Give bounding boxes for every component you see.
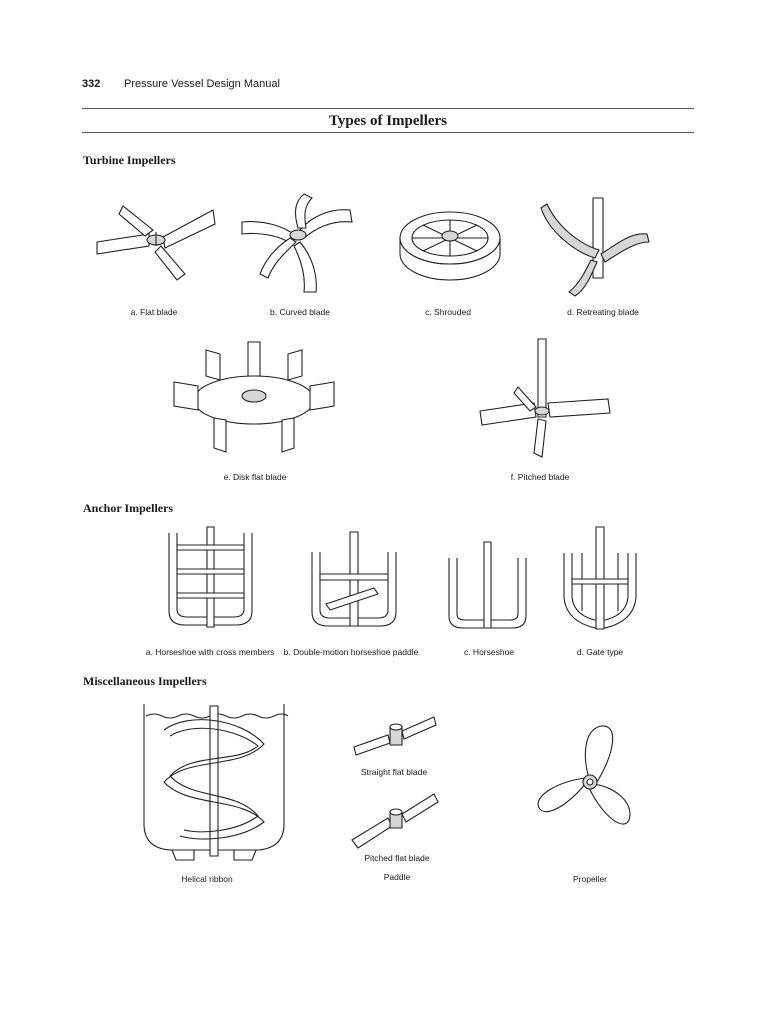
shrouded-turbine-figure: [395, 200, 505, 290]
pitched-blade-turbine-figure: [478, 337, 613, 459]
caption-flat-blade: a. Flat blade: [130, 307, 178, 317]
horseshoe-anchor-figure: [445, 540, 530, 635]
pitched-flat-blade-paddle-figure: [350, 790, 440, 850]
anchor-heading: Anchor Impellers: [83, 501, 174, 515]
section-title: Types of Impellers: [328, 113, 448, 129]
double-motion-horseshoe-paddle-figure: [308, 530, 400, 635]
caption-horseshoe-cross: a. Horseshoe with cross members: [145, 647, 275, 657]
horseshoe-cross-members-figure: [163, 525, 258, 635]
caption-paddle: Paddle: [383, 872, 411, 882]
title-rule-top: [82, 108, 694, 109]
caption-gate-type: d. Gate type: [576, 647, 624, 657]
straight-flat-blade-paddle-figure: [352, 705, 437, 760]
flat-blade-turbine-figure: [93, 190, 223, 295]
caption-pitched-flat-blade: Pitched flat blade: [364, 853, 430, 863]
caption-straight-flat-blade: Straight flat blade: [360, 767, 428, 777]
caption-curved-blade: b. Curved blade: [269, 307, 331, 317]
gate-type-anchor-figure: [560, 525, 640, 635]
disk-flat-blade-turbine-figure: [170, 340, 338, 458]
book-title: Pressure Vessel Design Manual: [124, 78, 280, 90]
turbine-heading: Turbine Impellers: [83, 153, 176, 167]
propeller-figure: [535, 722, 635, 832]
helical-ribbon-figure: [140, 700, 288, 865]
retreating-blade-turbine-figure: [535, 196, 655, 301]
caption-disk-flat-blade: e. Disk flat blade: [223, 472, 287, 482]
caption-pitched-blade: f. Pitched blade: [510, 472, 570, 482]
title-rule-bottom: [82, 132, 694, 133]
caption-shrouded: c. Shrouded: [425, 307, 471, 317]
curved-blade-turbine-figure: [238, 188, 358, 296]
caption-retreating-blade: d. Retreating blade: [567, 307, 639, 317]
page-number: 332: [82, 78, 101, 90]
caption-double-motion: b. Double-motion horseshoe paddle: [283, 647, 419, 657]
caption-horseshoe: c. Horseshoe: [463, 647, 515, 657]
caption-helical-ribbon: Helical ribbon: [181, 874, 233, 884]
caption-propeller: Propeller: [572, 874, 608, 884]
misc-heading: Miscellaneous Impellers: [83, 674, 207, 688]
